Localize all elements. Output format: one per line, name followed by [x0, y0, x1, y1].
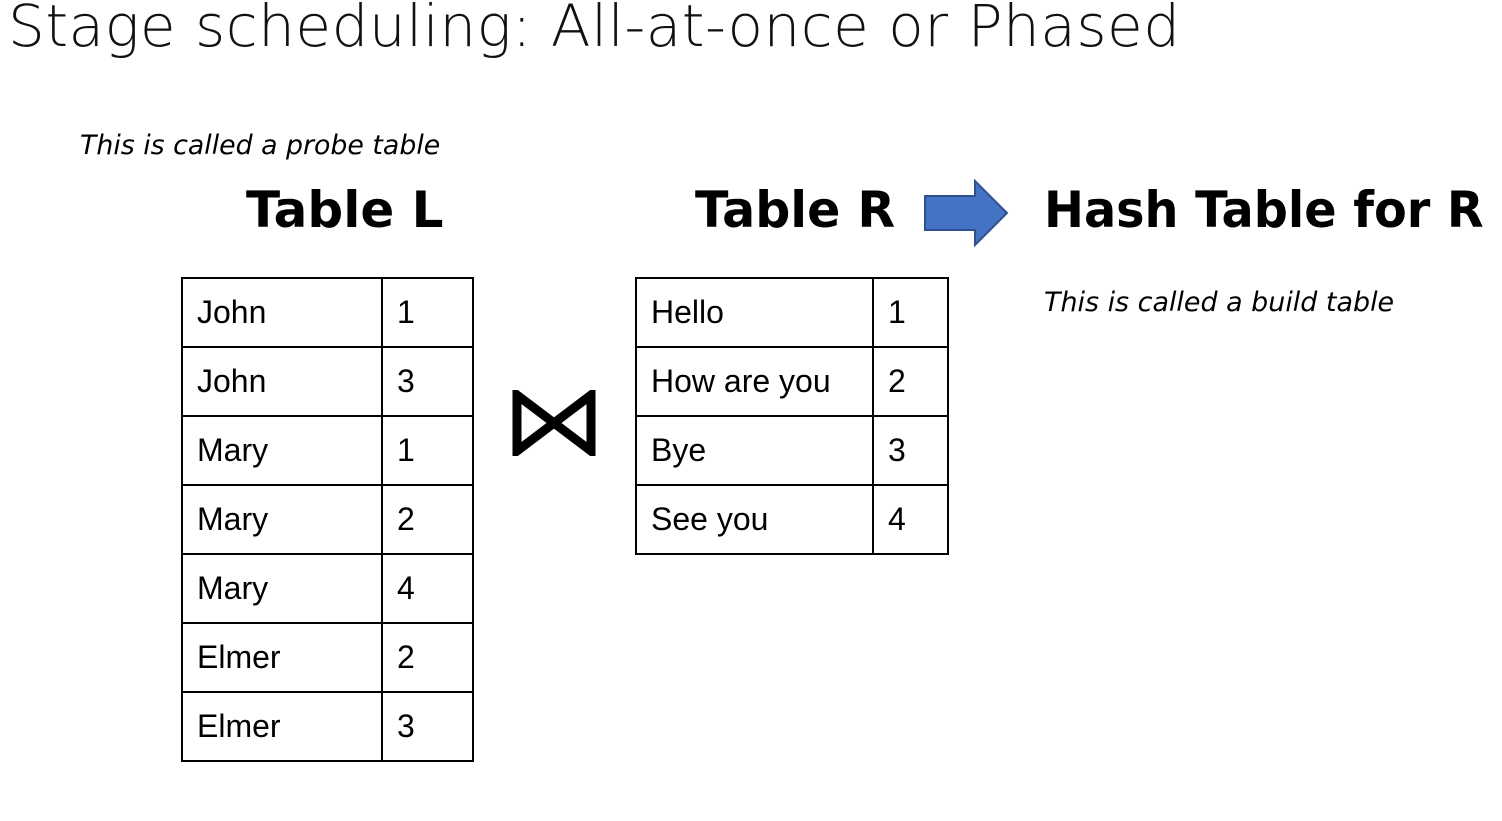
table-row: See you 4: [635, 484, 949, 555]
table-l-name-cell: Mary: [181, 553, 383, 624]
table-row: Elmer 3: [181, 691, 474, 762]
table-r-value-cell: 2: [872, 346, 949, 417]
hash-table-heading: Hash Table for R: [1044, 181, 1484, 239]
table-r-value-cell: 4: [872, 484, 949, 555]
table-r: Hello 1 How are you 2 Bye 3 See you 4: [635, 277, 949, 555]
build-table-note: This is called a build table: [1044, 287, 1395, 318]
table-l-name-cell: Elmer: [181, 691, 383, 762]
table-l-value-cell: 1: [381, 415, 474, 486]
table-l-value-cell: 2: [381, 484, 474, 555]
probe-table-note: This is called a probe table: [80, 130, 441, 161]
table-row: How are you 2: [635, 346, 949, 417]
table-r-value-cell: 3: [872, 415, 949, 486]
table-l-value-cell: 2: [381, 622, 474, 693]
table-r-name-cell: How are you: [635, 346, 874, 417]
table-l-name-cell: Mary: [181, 484, 383, 555]
table-l-name-cell: Elmer: [181, 622, 383, 693]
table-r-name-cell: See you: [635, 484, 874, 555]
table-row: Hello 1: [635, 277, 949, 348]
right-arrow-icon: [924, 179, 1009, 247]
table-r-name-cell: Bye: [635, 415, 874, 486]
table-row: Elmer 2: [181, 622, 474, 693]
table-r-name-cell: Hello: [635, 277, 874, 348]
table-row: John 1: [181, 277, 474, 348]
table-l-heading: Table L: [246, 181, 444, 239]
slide-title: Stage scheduling: All-at-once or Phased: [8, 0, 1181, 60]
table-row: Bye 3: [635, 415, 949, 486]
table-row: Mary 1: [181, 415, 474, 486]
table-l-value-cell: 3: [381, 691, 474, 762]
table-l-name-cell: Mary: [181, 415, 383, 486]
table-r-heading: Table R: [695, 181, 896, 239]
table-row: John 3: [181, 346, 474, 417]
table-l-value-cell: 4: [381, 553, 474, 624]
table-l-name-cell: John: [181, 277, 383, 348]
table-row: Mary 2: [181, 484, 474, 555]
table-l-name-cell: John: [181, 346, 383, 417]
table-row: Mary 4: [181, 553, 474, 624]
table-l: John 1 John 3 Mary 1 Mary 2 Mary 4 Elmer…: [181, 277, 474, 762]
table-l-value-cell: 1: [381, 277, 474, 348]
table-r-value-cell: 1: [872, 277, 949, 348]
join-bowtie-icon: [512, 390, 596, 456]
table-l-value-cell: 3: [381, 346, 474, 417]
